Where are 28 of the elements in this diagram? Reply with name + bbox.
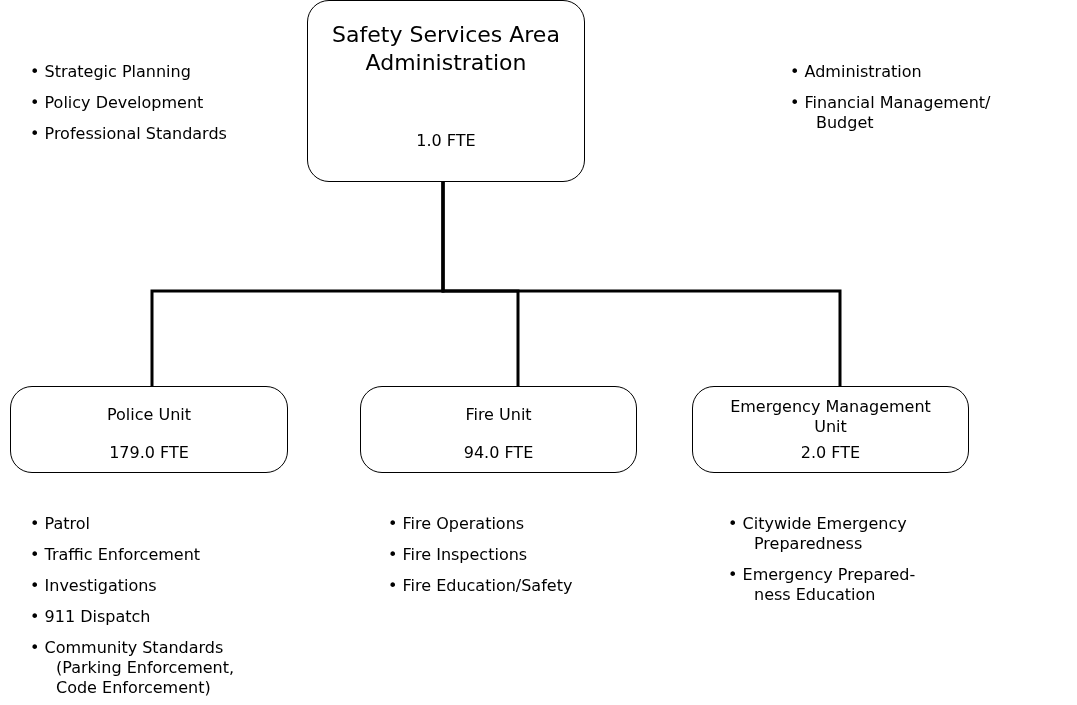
bullet-item: • Fire Operations	[388, 514, 526, 534]
bullet-item: • Patrol	[30, 514, 91, 534]
unit-title: Emergency Management Unit	[729, 397, 932, 437]
bullet-item: • Emergency Prepared- ness Education	[728, 565, 917, 605]
unit-box	[360, 386, 637, 473]
bullet-item: • Community Standards (Parking Enforcement, Code Enforcement)	[30, 638, 236, 698]
bullet-item: • Investigations	[30, 576, 158, 596]
fte-count: 179.0 FTE	[108, 443, 190, 463]
fte-count: 2.0 FTE	[799, 443, 862, 463]
root-box	[307, 0, 585, 182]
bullet-item: • 911 Dispatch	[30, 607, 152, 627]
bullet-item: • Traffic Enforcement	[30, 545, 202, 565]
fte-count: 1.0 FTE	[415, 131, 477, 151]
connector-line	[441, 182, 842, 386]
bullet-item: • Administration	[790, 62, 923, 82]
unit-box	[10, 386, 288, 473]
unit-box	[692, 386, 969, 473]
bullet-item: • Strategic Planning	[30, 62, 192, 82]
bullet-item: • Professional Standards	[30, 124, 228, 144]
bullet-item: • Policy Development	[30, 93, 205, 113]
fte-count: 94.0 FTE	[462, 443, 535, 463]
unit-title: Police Unit	[105, 405, 193, 425]
bullet-item: • Financial Management/ Budget	[790, 93, 992, 133]
unit-title: Safety Services Area Administration	[331, 21, 561, 76]
bullet-item: • Fire Inspections	[388, 545, 529, 565]
bullet-item: • Fire Education/Safety	[388, 576, 574, 596]
bullet-item: • Citywide Emergency Preparedness	[728, 514, 908, 554]
unit-title: Fire Unit	[464, 405, 533, 425]
